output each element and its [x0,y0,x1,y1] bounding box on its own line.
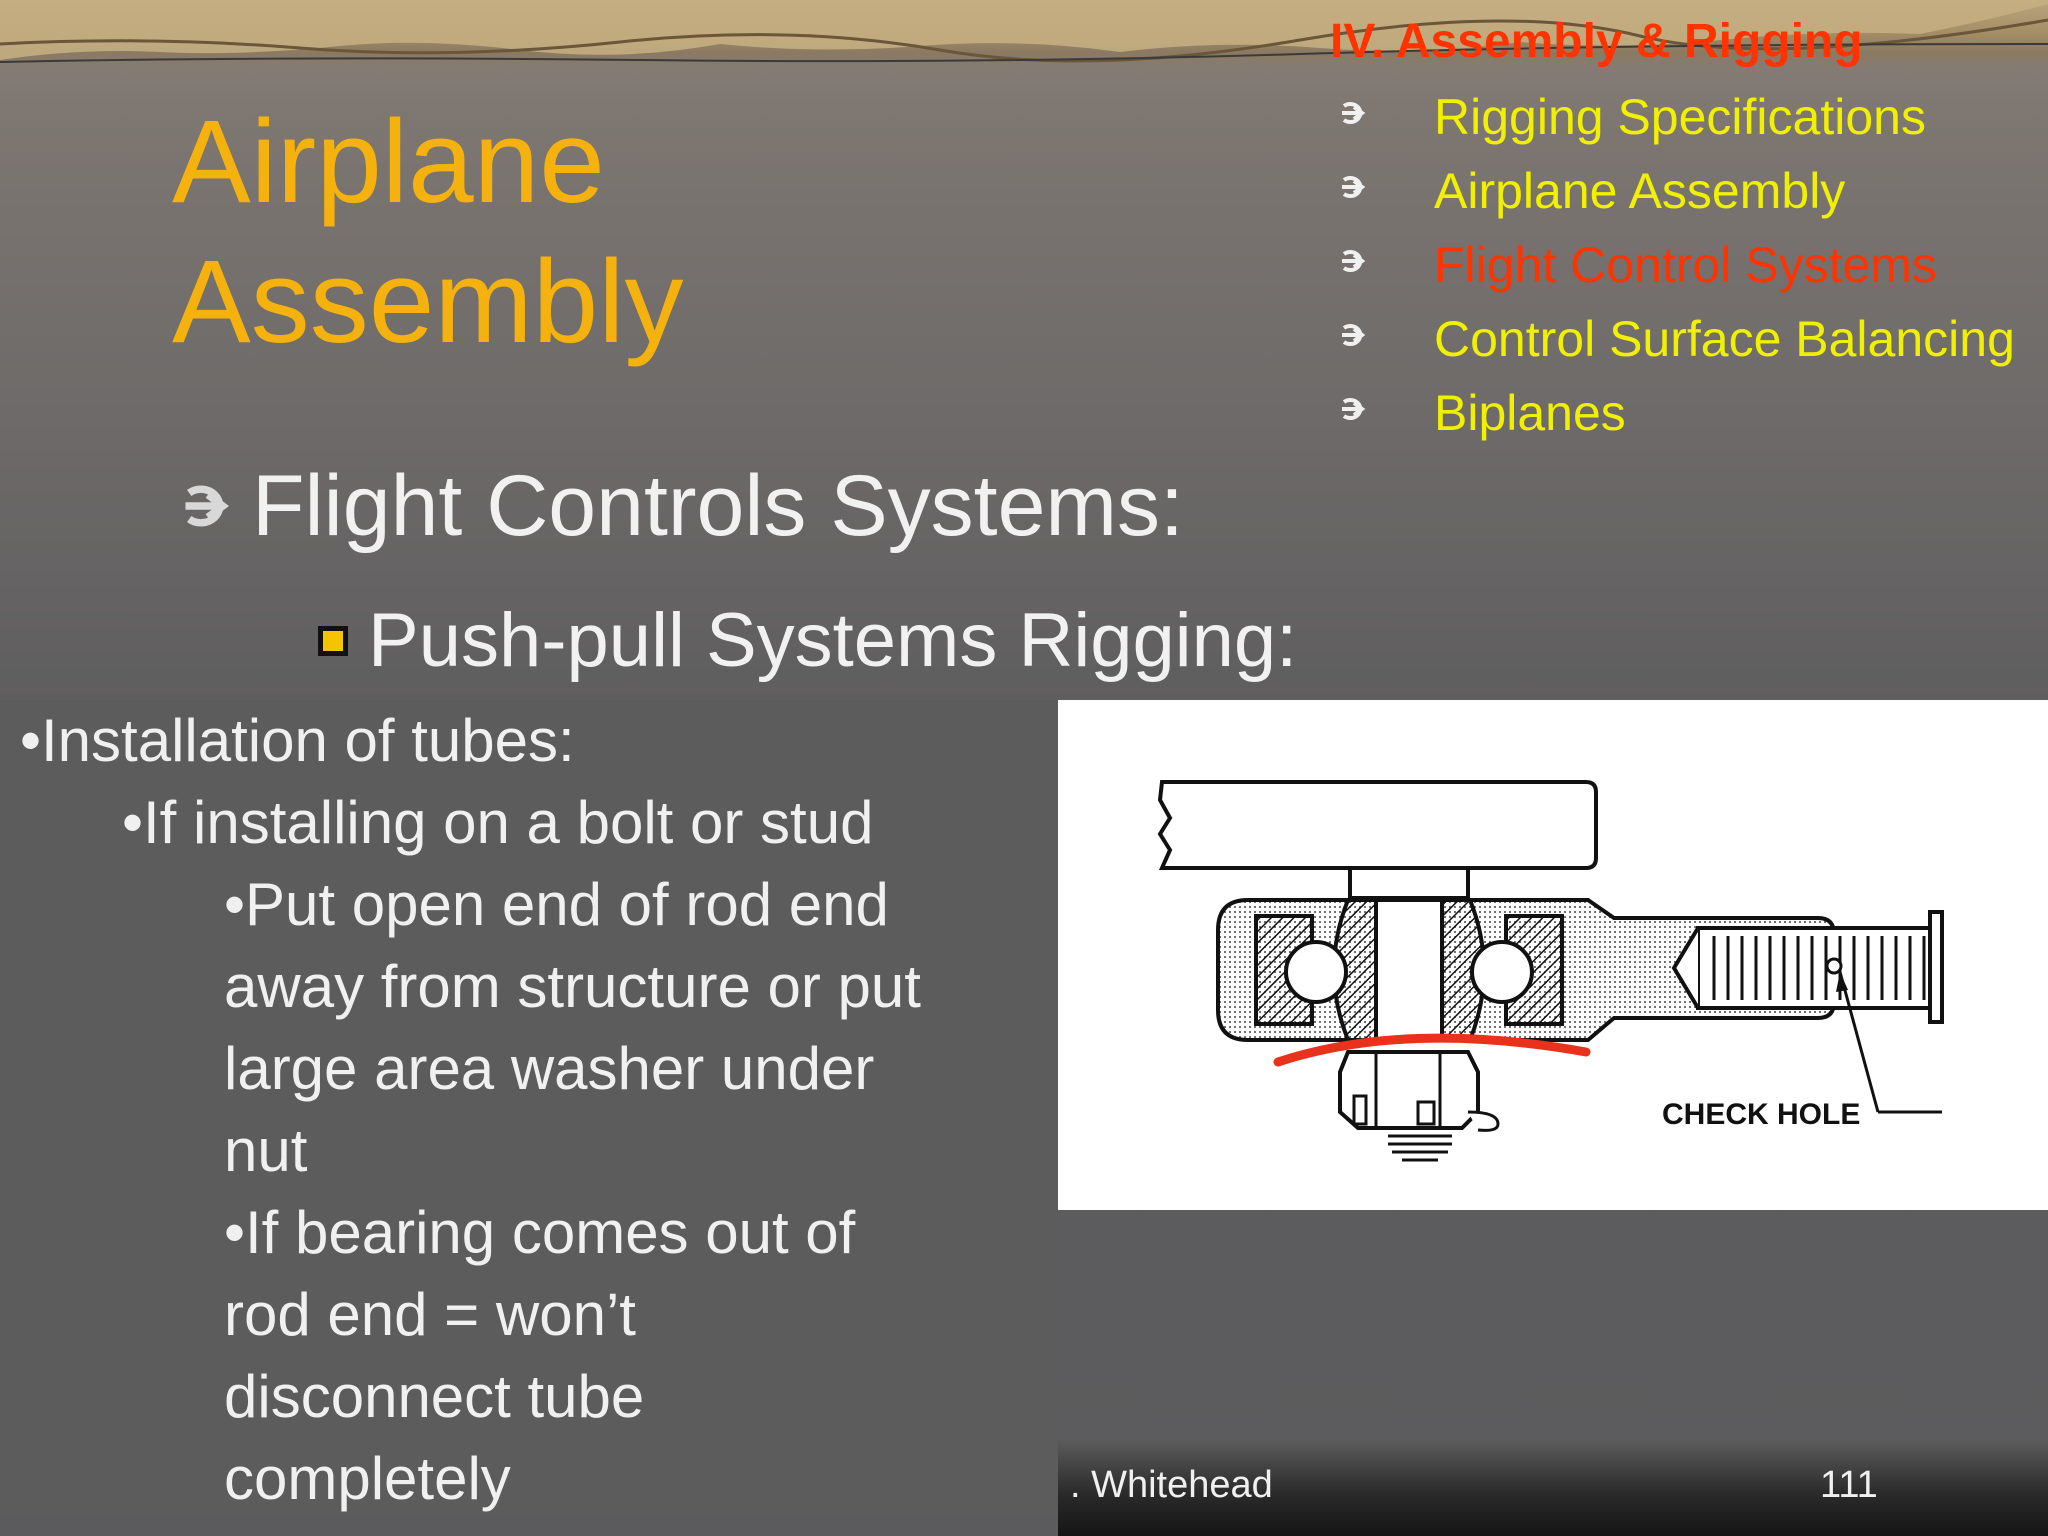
agenda-item-label: Rigging Specifications [1434,89,1926,145]
body-line: large area washer under [224,1035,875,1102]
body-line: •If bearing comes out of [224,1199,856,1266]
body-line: completely [224,1445,511,1512]
square-bullet-icon [318,626,348,656]
body-line: •Installation of tubes: [20,707,575,774]
figure-callout-label: CHECK HOLE [1662,1098,1860,1131]
arrow-bullet-icon [1342,102,1366,124]
arrow-bullet-icon [1342,176,1366,198]
rod-end-figure: CHECK HOLE [1058,700,2048,1210]
bullet-level-2-text: Push-pull Systems Rigging: [368,598,1298,683]
slide-footer: . Whitehead 111 [1058,1440,2048,1536]
title-line-2: Assembly [172,236,684,368]
slide-title: Airplane Assembly [172,92,683,372]
agenda-item-label: Control Surface Balancing [1434,311,2015,367]
body-line: •Put open end of rod end [224,871,889,938]
body-line: rod end = won’t [224,1281,636,1348]
body-text-box: •Installation of tubes: •If installing o… [0,700,1058,1516]
footer-author: . Whitehead [1070,1464,1273,1506]
arrow-bullet-icon [1342,398,1366,420]
bullet-level-1-text: Flight Controls Systems: [252,458,1184,554]
arrow-bullet-icon [185,485,230,527]
arrow-bullet-icon [1342,324,1366,346]
agenda-item-label: Biplanes [1434,385,1626,441]
arrow-bullet-icon [1342,250,1366,272]
agenda-item-label: Flight Control Systems [1434,237,1937,293]
title-line-1: Airplane [172,96,605,228]
rod-end-bearing-diagram-icon: CHECK HOLE [1157,780,1944,1162]
body-line: away from structure or put [224,953,921,1020]
mountain-ridge-icon [0,0,2048,63]
page-number: 111 [1820,1464,1878,1506]
agenda-heading: IV. Assembly & Rigging [1330,15,1863,68]
body-line: •If installing on a bolt or stud [122,789,874,856]
body-line: disconnect tube [224,1363,645,1430]
agenda-item-label: Airplane Assembly [1434,163,1846,219]
landscape-banner [0,0,2048,70]
body-line: nut [224,1117,308,1184]
